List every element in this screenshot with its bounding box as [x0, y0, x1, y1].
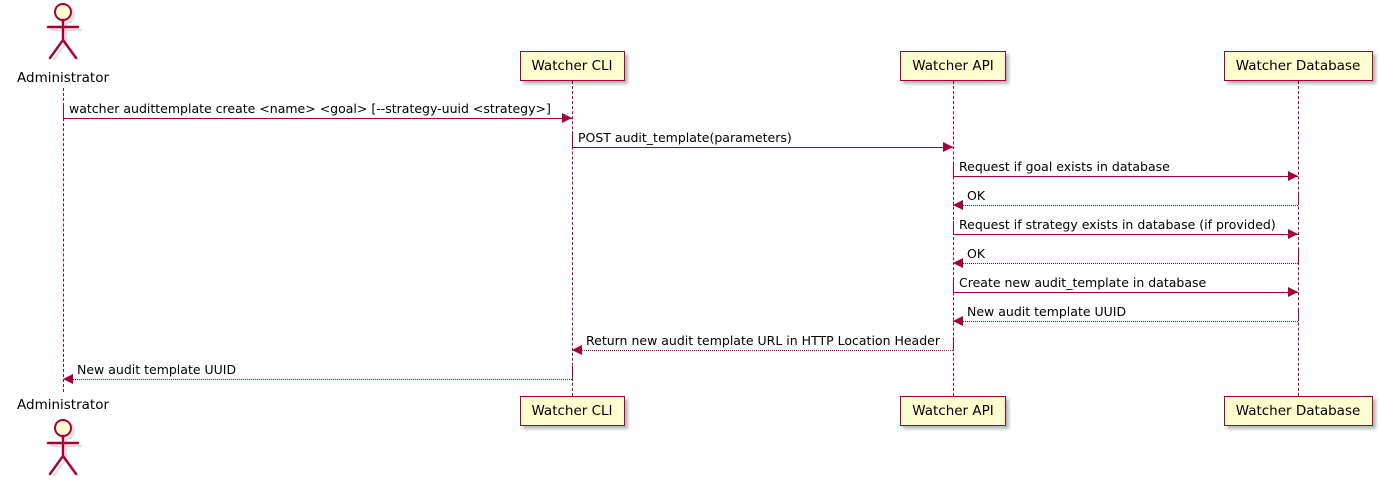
lifeline-api [953, 81, 954, 396]
message-label-2: POST audit_template(parameters) [578, 130, 792, 145]
message-line-10 [63, 379, 572, 380]
message-line-1 [63, 118, 572, 119]
message-label-10: New audit template UUID [77, 362, 237, 377]
message-stub-8 [1298, 308, 1299, 321]
lifeline-admin [63, 88, 64, 392]
message-stub-7 [953, 279, 954, 292]
message-line-2 [572, 147, 953, 148]
participant-label-db: Watcher Database [1235, 58, 1361, 74]
arrow-head-10 [63, 374, 73, 384]
message-line-7 [953, 292, 1298, 293]
message-stub-9 [953, 337, 954, 350]
message-label-6: OK [967, 246, 986, 261]
arrow-head-8 [953, 316, 963, 326]
participant-label-api: Watcher API [912, 403, 994, 419]
actor-figure-admin-top [46, 3, 83, 60]
message-stub-1 [63, 105, 64, 118]
actor-figure-admin-bottom [46, 419, 83, 476]
message-line-4 [953, 205, 1298, 206]
message-stub-10 [572, 366, 573, 379]
message-label-5: Request if strategy exists in database (… [959, 217, 1276, 232]
participant-box-db-bottom[interactable]: Watcher Database [1223, 396, 1373, 426]
arrow-head-1 [562, 113, 572, 123]
message-label-4: OK [967, 188, 986, 203]
lifeline-db [1298, 81, 1299, 396]
arrow-head-4 [953, 200, 963, 210]
participant-box-api-bottom[interactable]: Watcher API [900, 396, 1006, 426]
message-line-6 [953, 263, 1298, 264]
message-label-1: watcher audittemplate create <name> <goa… [69, 101, 551, 116]
message-stub-3 [953, 163, 954, 176]
participant-label-cli: Watcher CLI [531, 403, 613, 419]
arrow-head-2 [943, 142, 953, 152]
participant-box-cli-top[interactable]: Watcher CLI [519, 51, 625, 81]
message-line-3 [953, 176, 1298, 177]
participant-label-cli: Watcher CLI [531, 58, 613, 74]
arrow-head-3 [1288, 171, 1298, 181]
message-line-5 [953, 234, 1298, 235]
message-label-9: Return new audit template URL in HTTP Lo… [586, 333, 940, 348]
message-stub-4 [1298, 192, 1299, 205]
arrow-head-7 [1288, 287, 1298, 297]
participant-box-cli-bottom[interactable]: Watcher CLI [519, 396, 625, 426]
arrow-head-6 [953, 258, 963, 268]
message-label-7: Create new audit_template in database [959, 275, 1207, 290]
participant-box-api-top[interactable]: Watcher API [900, 51, 1006, 81]
message-label-3: Request if goal exists in database [959, 159, 1170, 174]
message-stub-6 [1298, 250, 1299, 263]
lifeline-cli [572, 81, 573, 396]
participant-label-db: Watcher Database [1235, 403, 1361, 419]
message-line-9 [572, 350, 953, 351]
message-label-8: New audit template UUID [967, 304, 1127, 319]
actor-label-admin-bottom: Administrator [17, 397, 110, 413]
arrow-head-9 [572, 345, 582, 355]
message-stub-5 [953, 221, 954, 234]
arrow-head-5 [1288, 229, 1298, 239]
participant-box-db-top[interactable]: Watcher Database [1223, 51, 1373, 81]
message-stub-2 [572, 134, 573, 147]
message-line-8 [953, 321, 1298, 322]
actor-label-admin-top: Administrator [17, 70, 110, 86]
participant-label-api: Watcher API [912, 58, 994, 74]
